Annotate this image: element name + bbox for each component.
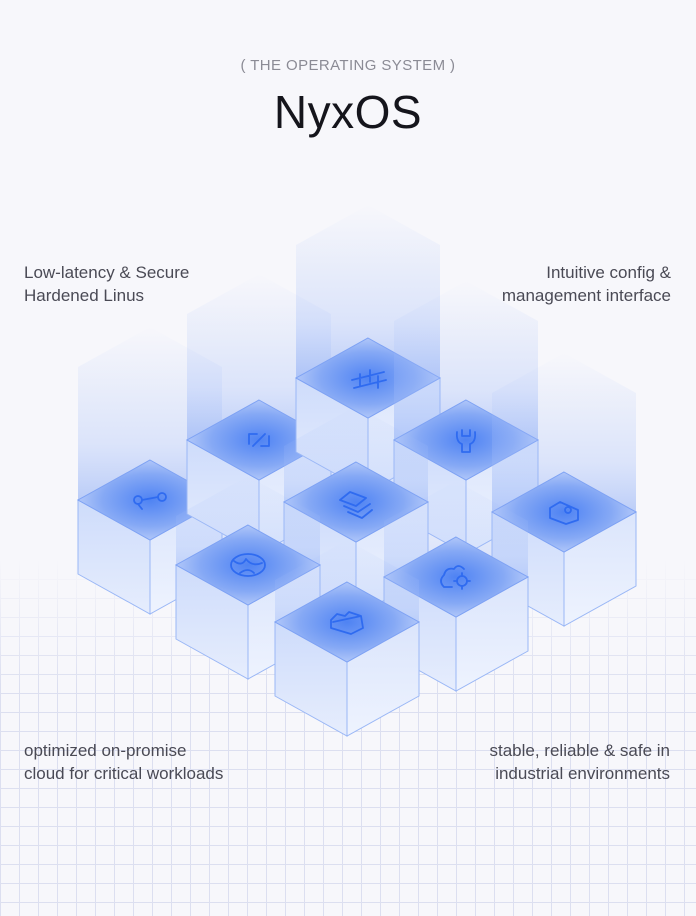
feature-line: industrial environments	[495, 763, 670, 783]
feature-management-interface: Intuitive config & management interface	[502, 262, 671, 307]
feature-line: Low-latency & Secure	[24, 263, 190, 282]
feature-line: optimized on-promise	[24, 741, 187, 760]
branch-icon	[133, 492, 167, 510]
feature-on-premise-cloud: optimized on-promise cloud for critical …	[24, 740, 223, 785]
folder-icon	[330, 611, 364, 635]
cube-top-face	[273, 581, 421, 663]
cloud-settings-icon	[440, 565, 471, 590]
feature-line: cloud for critical workloads	[24, 763, 224, 783]
feature-industrial-safety: stable, reliable & safe in industrial en…	[490, 740, 671, 785]
globe-icon	[230, 553, 266, 577]
feature-line: Hardened Linus	[24, 285, 145, 305]
resize-icon	[248, 433, 270, 447]
cube-top-face	[382, 536, 530, 618]
wrench-icon	[455, 429, 477, 453]
sliders-icon	[351, 369, 387, 389]
stack-icon	[339, 491, 373, 519]
section-eyebrow: ( THE OPERATING SYSTEM )	[240, 57, 456, 74]
tag-icon	[549, 501, 579, 525]
page-title: NyxOS	[273, 86, 423, 138]
feature-hardened-linux: Low-latency & Secure Hardened Linus	[24, 262, 189, 307]
feature-line: stable, reliable & safe in	[489, 741, 671, 760]
feature-line: Intuitive config &	[546, 263, 671, 282]
platform-cube	[273, 540, 421, 737]
feature-line: management interface	[501, 285, 671, 305]
